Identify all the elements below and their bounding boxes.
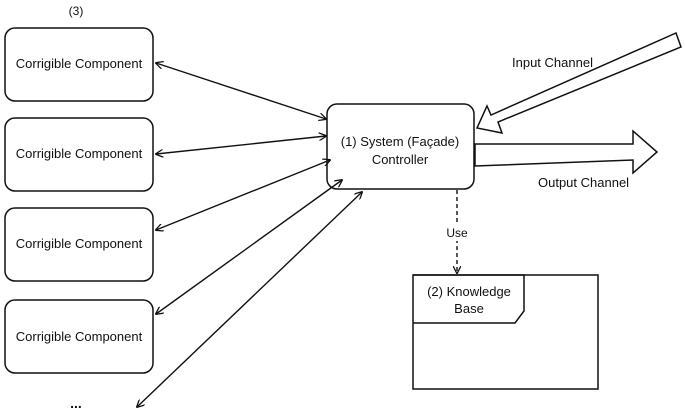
knowledge-base[interactable]: (2) Knowledge Base: [412, 274, 599, 390]
connector-component-2: [156, 136, 326, 154]
corrigible-component-4[interactable]: Corrigible Component: [4, 299, 154, 374]
system-facade-controller[interactable]: (1) System (Façade) Controller: [326, 103, 475, 190]
output-channel-label: Output Channel: [538, 175, 629, 190]
component-label: Corrigible Component: [16, 56, 143, 71]
controller-label-line1: (1) System (Façade): [341, 134, 459, 149]
component-label: Corrigible Component: [16, 329, 143, 344]
output-channel-arrow: [474, 129, 659, 175]
corrigible-component-1[interactable]: Corrigible Component: [4, 27, 154, 102]
component-label: Corrigible Component: [16, 236, 143, 251]
controller-label-line2: Controller: [372, 152, 429, 167]
connector-more-components: [137, 192, 362, 407]
corrigible-component-2[interactable]: Corrigible Component: [4, 117, 154, 192]
use-label-background: [441, 223, 471, 241]
components-group-label: (3): [69, 4, 84, 18]
knowledge-base-label-line1: (2) Knowledge: [427, 284, 511, 299]
use-label: Use: [446, 226, 468, 240]
connector-component-3: [156, 160, 330, 230]
connector-component-1: [156, 63, 326, 119]
connector-component-4: [156, 180, 342, 314]
corrigible-component-3[interactable]: Corrigible Component: [4, 207, 154, 282]
component-label: Corrigible Component: [16, 146, 143, 161]
input-channel-arrow: [475, 31, 682, 134]
more-components-ellipsis: ...: [70, 395, 82, 411]
input-channel-label: Input Channel: [512, 55, 593, 70]
knowledge-base-label-line2: Base: [454, 301, 484, 316]
